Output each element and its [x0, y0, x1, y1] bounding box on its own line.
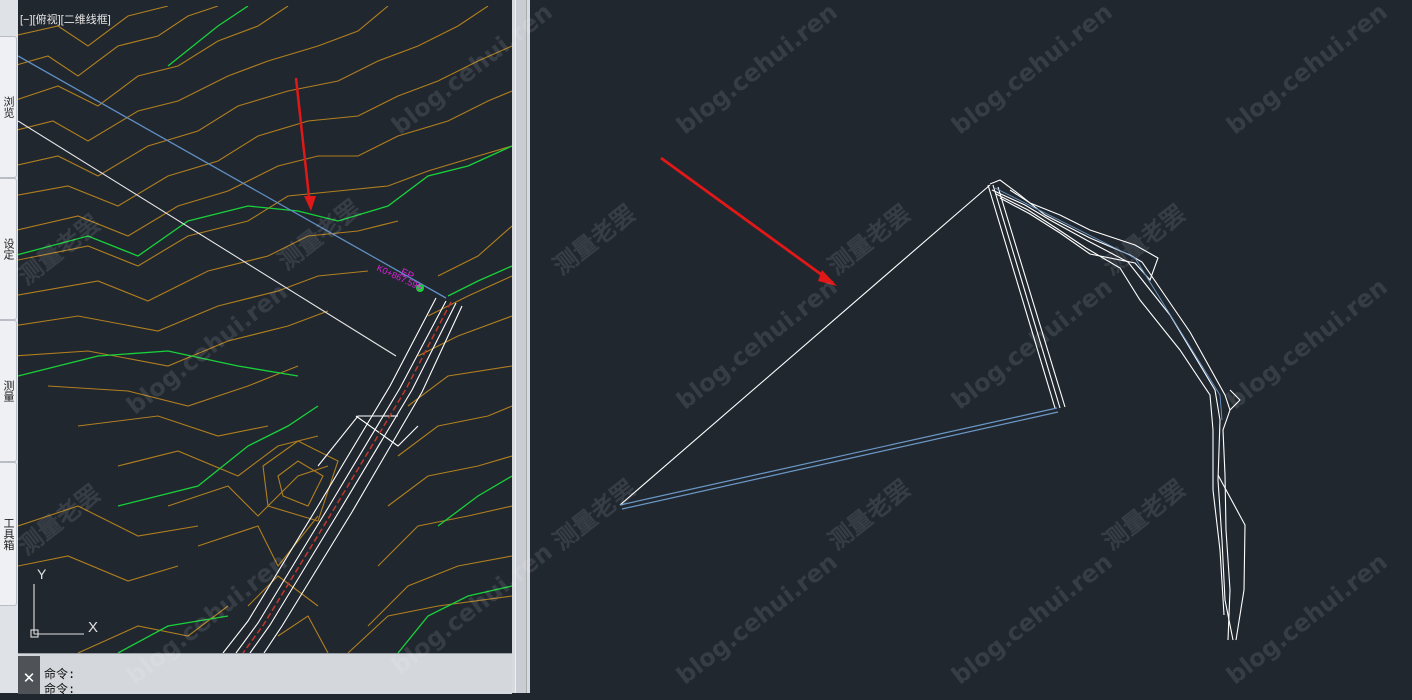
road-edges: [222, 297, 463, 653]
arrow-head-icon: [304, 196, 316, 211]
tab-settings[interactable]: 设定: [0, 178, 17, 320]
command-line-panel: ✕ 命令: 命令:: [18, 653, 512, 696]
close-icon[interactable]: ✕: [18, 656, 40, 694]
ucs-axis-icon: [30, 584, 84, 638]
station-code-label: EP: [399, 267, 416, 283]
blue-baseline: [619, 407, 1059, 510]
road-corridor-outline: [987, 179, 1246, 641]
tab-browse[interactable]: 浏览: [0, 36, 17, 178]
pane-splitter[interactable]: [512, 0, 530, 693]
road-centerline: [242, 301, 452, 653]
tool-palette-tabs: 浏览 设定 测量 工具箱: [0, 0, 18, 693]
station-value-label: K0+867.599: [375, 263, 423, 293]
alignment-line: [18, 55, 447, 299]
splitter-handle[interactable]: [515, 0, 527, 693]
white-diagonal-line: [619, 184, 991, 506]
white-reference-line: [18, 120, 397, 357]
arrow-annotation-icon: [660, 156, 834, 285]
tab-survey-label: 测量: [2, 380, 15, 402]
minor-contours: [18, 6, 512, 653]
viewport-control-label[interactable]: [−][俯视][二维线框]: [20, 14, 111, 26]
road-corridor-blue: [994, 187, 1223, 421]
command-history-line-1: 命令:: [44, 667, 76, 681]
station-point-icon: [416, 284, 424, 292]
tab-browse-label: 浏览: [2, 96, 15, 118]
tab-settings-label: 设定: [2, 238, 15, 260]
ucs-y-label: Y: [37, 566, 47, 582]
command-input-line[interactable]: 命令:: [44, 682, 76, 696]
arrow-head-icon: [818, 270, 837, 286]
major-contours: [18, 6, 512, 653]
tab-survey[interactable]: 测量: [0, 320, 17, 462]
contour-drawing: EP K0+867.599 Y X: [18, 6, 512, 653]
arrow-annotation-icon: [294, 77, 312, 207]
tab-toolbox[interactable]: 工具箱: [0, 462, 17, 606]
tab-toolbox-label: 工具箱: [2, 517, 15, 551]
profile-drawing: [619, 156, 1246, 641]
left-drawing-viewport[interactable]: [−][俯视][二维线框]: [18, 6, 512, 653]
right-drawing-viewport[interactable]: [530, 0, 1412, 693]
ucs-x-label: X: [88, 619, 98, 636]
